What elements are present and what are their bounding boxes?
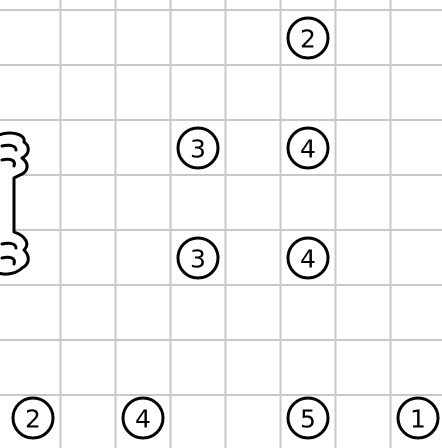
island[interactable]: 3: [178, 128, 218, 168]
island-value: 4: [300, 245, 316, 274]
island[interactable]: 5: [288, 398, 328, 438]
island-value: 2: [300, 25, 316, 54]
island[interactable]: 1: [398, 398, 438, 438]
island-value: 3: [190, 135, 206, 164]
island[interactable]: 4: [288, 128, 328, 168]
island[interactable]: 3: [178, 238, 218, 278]
island-value: 1: [410, 405, 426, 434]
island-value: 3: [190, 245, 206, 274]
island-value: 5: [300, 405, 316, 434]
island-value: 4: [135, 405, 151, 434]
island[interactable]: 2: [288, 18, 328, 58]
island-value: 2: [25, 405, 41, 434]
island[interactable]: 4: [123, 398, 163, 438]
island-value: 4: [300, 135, 316, 164]
island[interactable]: 2: [13, 398, 53, 438]
island[interactable]: 4: [288, 238, 328, 278]
